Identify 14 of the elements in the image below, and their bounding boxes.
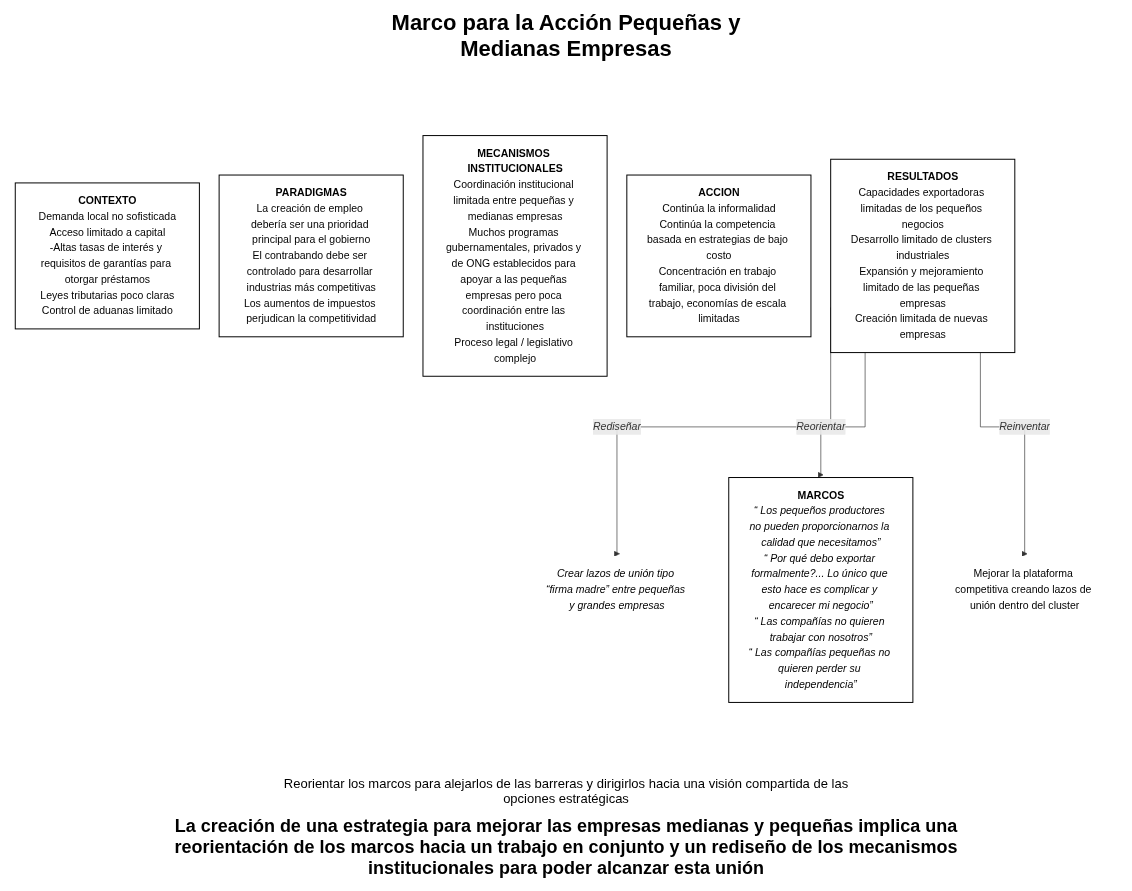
node-box: RESULTADOS Capacidades exportadoras limitadas de los pequeños negocios Desarrollo limitado de clusters industriales Expansión y mejoramiento limitado de las pequeñas empresas Creación limitada de nuevas empresas	[830, 158, 1016, 354]
title: Marco para la Acción Pequeñas y Medianas Empresas	[390, 10, 742, 62]
caption: La creación de una estrategia para mejorar las empresas medianas y pequeñas implica una reorientación de los marcos hacia un trabajo en conjunto y un rediseño de los mecanismos institucionales para poder alcanzar esta unión	[173, 816, 959, 879]
node-box: ACCION Continúa la informalidad Continúa la competencia basada en estrategias de bajo costo Concentración en trabajo familiar, poca división del trabajo, economías de escala limitadas	[626, 174, 812, 338]
node-text: Mejorar la plataforma competitiva creando lazos de unión dentro del cluster	[955, 568, 1092, 612]
node-text: Crear lazos de unión tipo “firma madre” entre pequeñas y grandes empresas	[545, 568, 686, 612]
edge-label: Rediseñar	[592, 420, 641, 433]
node-box: CONTEXTO Demanda local no sofisticada Acceso limitado a capital -Altas tasas de interés y requisitos de garantías para otorgar préstamos Leyes tributarias poco claras Control de aduanas limitado	[14, 182, 200, 330]
node-box: PARADIGMAS La creación de empleo debería ser una prioridad principal para el gobierno El contrabando debe ser controlado para desarrollar industrias más competitivas Los aumentos de impuestos perjudican la competitividad	[218, 174, 404, 338]
node-box: MARCOS “ Los pequeños productores no pueden proporcionarnos la calidad que necesitamos” “ Por qué debo exportar formalmente?... Lo único que esto hace es complicar y encarecer mi negocio” “ Las compañías no quieren trabajar con nosotros” “ Las compañías pequeñas no quieren perder su independencia”	[728, 477, 914, 703]
node-box: MECANISMOS INSTITUCIONALES Coordinación institucional limitada entre pequeñas y medianas empresas Muchos programas gubernamentales, privados y de ONG establecidos para apoyar a las pequeñas empresas pero poca coordinación entre las instituciones Proceso legal / legislativo complejo	[422, 135, 608, 377]
edge-label: Reorientar	[796, 420, 846, 433]
note-text: Reorientar los marcos para alejarlos de las barreras y dirigirlos hacia una visión compartida de las opciones estratégicas	[282, 776, 850, 806]
edge-label: Reinventar	[999, 420, 1051, 433]
